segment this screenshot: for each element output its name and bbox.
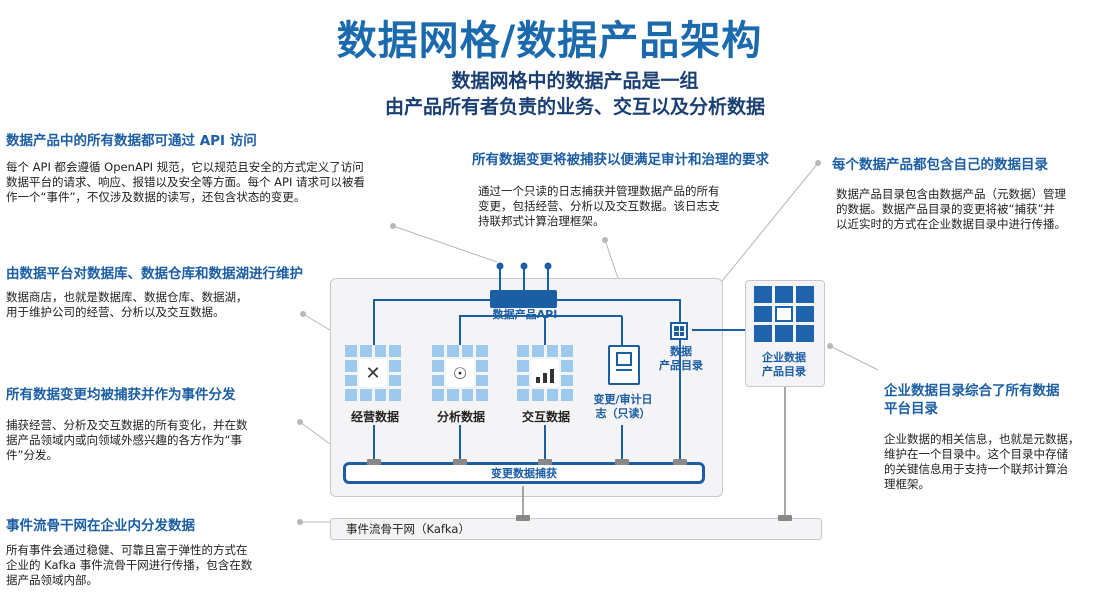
text-line: 所有事件会通过稳健、可靠且富于弹性的方式在 xyxy=(6,543,248,557)
callout-events-body: 捕获经营、分析及交互数据的所有变化，并在数 据产品领域内或向领域外感兴趣的各方作… xyxy=(6,418,296,463)
connector xyxy=(778,515,792,521)
callout-catalog-body: 数据产品目录包含由数据产品（元数据）管理 的数据。数据产品目录的变更将被“捕获”… xyxy=(836,187,1096,232)
connector xyxy=(516,515,530,521)
api-label: 数据产品API xyxy=(492,308,558,321)
label-line: 变更/审计日 xyxy=(593,393,653,406)
text-line: 数据商店，也就是数据库、数据仓库、数据湖， xyxy=(6,290,248,304)
interaction-data-store xyxy=(517,345,573,401)
audit-log-icon xyxy=(608,345,640,385)
audit-log-label: 变更/审计日 志（只读） xyxy=(585,393,661,421)
connector xyxy=(367,459,381,465)
text-line: 维护在一个目录中。这个目录中存储 xyxy=(884,447,1068,461)
label-line: 数据 xyxy=(670,345,692,358)
bar-chart-icon xyxy=(531,359,559,387)
connector xyxy=(673,459,687,465)
text-line: 件”分发。 xyxy=(6,448,58,462)
text-line: 企业的 Kafka 事件流骨干网进行传播，包含在数 xyxy=(6,558,253,572)
text-line: 企业数据的相关信息，也就是元数据， xyxy=(884,432,1080,446)
callout-enterprise-body: 企业数据的相关信息，也就是元数据， 维护在一个目录中。这个目录中存储 的关键信息… xyxy=(884,432,1098,492)
callout-enterprise-heading: 企业数据目录综合了所有数据 平台目录 xyxy=(884,382,1060,418)
text-line: 据产品领域内部。 xyxy=(6,573,98,587)
text-line: 捕获经营、分析及交互数据的所有变化，并在数 xyxy=(6,418,248,432)
interaction-data-label: 交互数据 xyxy=(521,410,570,424)
text-line: 用于维护公司的经营、分析以及交互数据。 xyxy=(6,305,225,319)
audit-log-inner xyxy=(616,352,632,366)
heading-line: 平台目录 xyxy=(884,401,938,417)
text-line: 理框架。 xyxy=(884,477,930,491)
cdc-bar xyxy=(343,462,705,484)
page-title: 数据网格/数据产品架构 xyxy=(336,18,763,64)
callout-audit-heading: 所有数据变更将被捕获以便满足审计和治理的要求 xyxy=(472,152,769,168)
event-backbone-label: 事件流骨干网（Kafka） xyxy=(346,522,470,536)
subtitle-line-1: 数据网格中的数据产品是一组 xyxy=(451,70,699,92)
analytical-data-store: ☉ xyxy=(432,345,488,401)
label-line: 志（只读） xyxy=(595,407,651,420)
analytical-data-label: 分析数据 xyxy=(436,410,485,424)
heading-line: 企业数据目录综合了所有数据 xyxy=(884,383,1060,399)
text-line: 持联邦式计算治理框架。 xyxy=(478,214,605,228)
text-line: 数据产品目录包含由数据产品（元数据）管理 xyxy=(836,187,1066,201)
text-line: 以近实时的方式在企业数据目录中进行传播。 xyxy=(836,217,1066,231)
subtitle-line-2: 由产品所有者负责的业务、交互以及分析数据 xyxy=(384,96,765,118)
callout-api-heading: 数据产品中的所有数据都可通过 API 访问 xyxy=(6,133,257,149)
product-catalog-icon xyxy=(670,322,688,340)
callout-backbone-heading: 事件流骨干网在企业内分发数据 xyxy=(6,518,195,534)
callout-api-body: 每个 API 都会遵循 OpenAPI 规范，它以规范且安全的方式定义了访问 数… xyxy=(6,160,426,205)
label-line: 产品目录 xyxy=(659,359,703,372)
label-line: 产品目录 xyxy=(762,365,806,378)
text-line: 变更，包括经营、分析以及交互数据。该日志支 xyxy=(478,199,720,213)
callout-backbone-body: 所有事件会通过稳健、可靠且富于弹性的方式在 企业的 Kafka 事件流骨干网进行… xyxy=(6,543,296,588)
text-line: 数据平台的请求、响应、报错以及安全等方面。每个 API 请求可以被看 xyxy=(6,175,366,189)
enterprise-catalog-label: 企业数据 产品目录 xyxy=(745,351,823,379)
callout-platform-heading: 由数据平台对数据库、数据仓库和数据湖进行维护 xyxy=(6,266,303,282)
text-line: 的数据。数据产品目录的变更将被“捕获”并 xyxy=(836,202,1055,216)
text-line: 的关键信息用于支持一个联邦计算治 xyxy=(884,462,1068,476)
text-line: 作一个“事件”，不仅涉及数据的读写，还包含状态的变更。 xyxy=(6,190,306,204)
product-catalog-label: 数据 产品目录 xyxy=(652,345,710,373)
cdc-label: 变更数据捕获 xyxy=(491,467,557,480)
connector xyxy=(615,459,629,465)
label-line: 企业数据 xyxy=(762,351,806,364)
callout-catalog-heading: 每个数据产品都包含自己的数据目录 xyxy=(832,157,1048,173)
callout-events-heading: 所有数据变更均被捕获并作为事件分发 xyxy=(6,387,236,403)
connector xyxy=(538,459,552,465)
callout-platform-body: 数据商店，也就是数据库、数据仓库、数据湖， 用于维护公司的经营、分析以及交互数据… xyxy=(6,290,306,320)
connector xyxy=(453,459,467,465)
api-bar xyxy=(490,290,557,308)
data-product-panel xyxy=(330,278,723,497)
text-line: 据产品领域内或向领域外感兴趣的各方作为“事 xyxy=(6,433,242,447)
tools-icon: ✕ xyxy=(359,359,387,387)
page-subtitle: 数据网格中的数据产品是一组 由产品所有者负责的业务、交互以及分析数据 xyxy=(0,68,1099,120)
event-backbone-bar xyxy=(330,518,822,540)
text-line: 每个 API 都会遵循 OpenAPI 规范，它以规范且安全的方式定义了访问 xyxy=(6,160,364,174)
operational-data-store: ✕ xyxy=(345,345,401,401)
audit-log-line xyxy=(616,369,632,371)
callout-audit-body: 通过一个只读的日志捕获并管理数据产品的所有 变更，包括经营、分析以及交互数据。该… xyxy=(478,184,778,229)
operational-data-label: 经营数据 xyxy=(350,410,399,424)
brain-icon: ☉ xyxy=(446,359,474,387)
text-line: 通过一个只读的日志捕获并管理数据产品的所有 xyxy=(478,184,720,198)
enterprise-catalog-grid xyxy=(754,286,814,342)
